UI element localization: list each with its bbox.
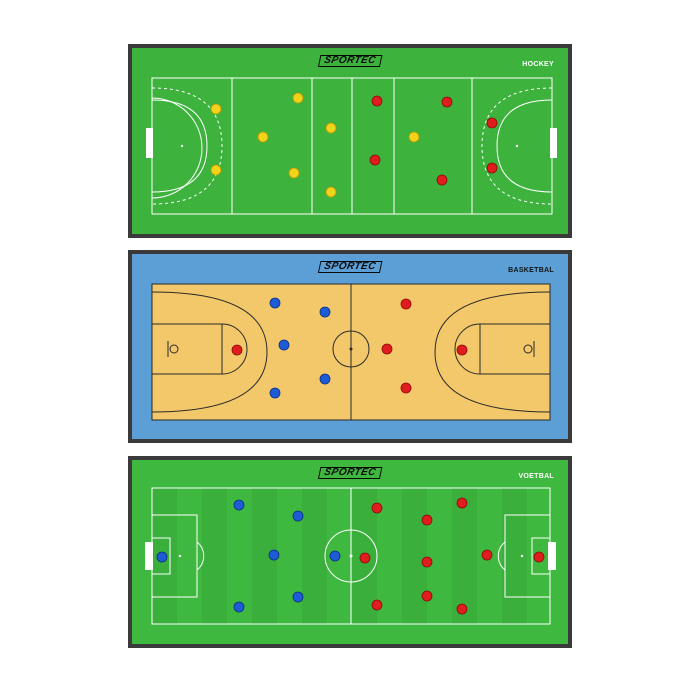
hockey-board: SPORTEC HOCKEY [128, 44, 572, 238]
football-field [132, 460, 568, 644]
player-magnet[interactable] [421, 590, 433, 602]
hockey-red-team [369, 95, 498, 186]
sport-label: VOETBAL [518, 473, 554, 480]
player-magnet[interactable] [371, 502, 383, 514]
player-magnet[interactable] [441, 96, 453, 108]
player-magnet[interactable] [278, 339, 290, 351]
player-magnet[interactable] [421, 556, 433, 568]
player-magnet[interactable] [421, 514, 433, 526]
player-magnet[interactable] [292, 92, 304, 104]
player-magnet[interactable] [329, 550, 341, 562]
hockey-yellow-team [210, 92, 420, 198]
player-magnet[interactable] [481, 549, 493, 561]
basketball-court [132, 254, 568, 439]
player-magnet[interactable] [436, 174, 448, 186]
left-goal [146, 128, 153, 158]
player-magnet[interactable] [210, 103, 222, 115]
right-goal [550, 128, 557, 158]
sport-label: BASKETBAL [508, 267, 554, 274]
football-board: SPORTEC VOETBAL [128, 456, 572, 648]
player-magnet[interactable] [210, 164, 222, 176]
football-red-team [359, 497, 545, 615]
brand-logo: SPORTEC [317, 467, 383, 479]
player-magnet[interactable] [381, 343, 393, 355]
player-magnet[interactable] [288, 167, 300, 179]
basketball-blue-team [269, 297, 331, 399]
basketball-board: SPORTEC BASKETBAL [128, 250, 572, 443]
player-magnet[interactable] [231, 344, 243, 356]
brand-logo: SPORTEC [317, 261, 383, 273]
basketball-red-team [231, 298, 468, 394]
player-magnet[interactable] [156, 551, 168, 563]
player-magnet[interactable] [371, 95, 383, 107]
player-magnet[interactable] [486, 117, 498, 129]
player-magnet[interactable] [325, 186, 337, 198]
player-magnet[interactable] [533, 551, 545, 563]
player-magnet[interactable] [456, 603, 468, 615]
football-blue-team [156, 499, 341, 613]
player-magnet[interactable] [319, 306, 331, 318]
right-goal [548, 542, 556, 570]
player-magnet[interactable] [325, 122, 337, 134]
player-magnet[interactable] [233, 601, 245, 613]
player-magnet[interactable] [319, 373, 331, 385]
player-magnet[interactable] [369, 154, 381, 166]
player-magnet[interactable] [371, 599, 383, 611]
player-magnet[interactable] [257, 131, 269, 143]
player-magnet[interactable] [233, 499, 245, 511]
player-magnet[interactable] [268, 549, 280, 561]
player-magnet[interactable] [456, 344, 468, 356]
player-magnet[interactable] [269, 387, 281, 399]
player-magnet[interactable] [292, 510, 304, 522]
player-magnet[interactable] [486, 162, 498, 174]
left-goal [145, 542, 153, 570]
player-magnet[interactable] [408, 131, 420, 143]
player-magnet[interactable] [400, 382, 412, 394]
brand-logo: SPORTEC [317, 55, 383, 67]
player-magnet[interactable] [400, 298, 412, 310]
player-magnet[interactable] [456, 497, 468, 509]
player-magnet[interactable] [292, 591, 304, 603]
player-magnet[interactable] [359, 552, 371, 564]
player-magnet[interactable] [269, 297, 281, 309]
sport-label: HOCKEY [522, 61, 554, 68]
hockey-field [132, 48, 568, 234]
